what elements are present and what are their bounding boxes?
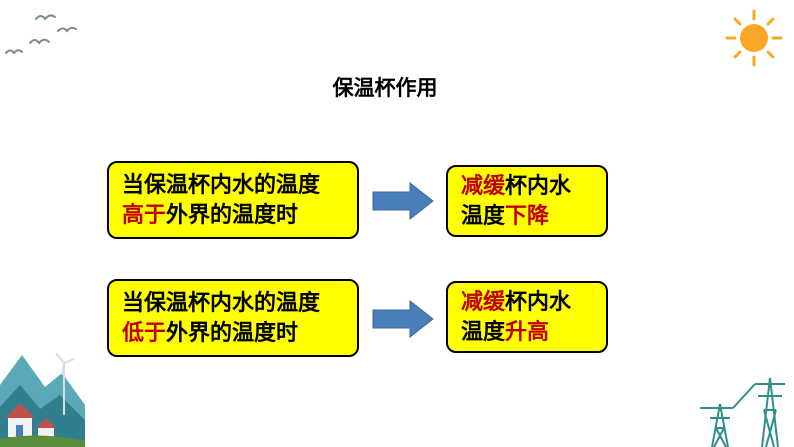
condition-rest: 外界的温度时 — [166, 203, 299, 228]
condition-line-1: 当保温杯内水的温度 — [122, 173, 321, 198]
effect-box-slow-rise: 减缓杯内水 温度升高 — [446, 281, 608, 353]
effect-box-slow-drop: 减缓杯内水 温度下降 — [446, 165, 608, 237]
effect-line-2: 温度下降 — [461, 202, 606, 232]
effect-plain: 温度 — [461, 320, 506, 345]
sun-icon — [725, 9, 783, 67]
page-title: 保温杯作用 — [332, 76, 438, 100]
effect-highlight: 减缓 — [461, 174, 506, 199]
effect-line-1: 减缓杯内水 — [461, 172, 606, 202]
arrow-right-icon — [372, 182, 434, 220]
effect-highlight: 减缓 — [461, 290, 506, 315]
condition-box-higher: 当保温杯内水的温度 高于外界的温度时 — [107, 161, 359, 239]
arrow-right-icon — [372, 300, 434, 338]
effect-rest: 杯内水 — [505, 290, 572, 315]
condition-line-2: 高于外界的温度时 — [122, 201, 357, 231]
effect-highlight: 升高 — [505, 320, 550, 345]
condition-highlight: 高于 — [122, 203, 167, 228]
condition-line-2: 低于外界的温度时 — [122, 319, 357, 349]
condition-highlight: 低于 — [122, 321, 167, 346]
effect-plain: 温度 — [461, 204, 506, 229]
birds-icon — [5, 14, 77, 55]
power-tower-icon — [700, 377, 785, 447]
effect-line-2: 温度升高 — [461, 318, 606, 348]
condition-box-lower: 当保温杯内水的温度 低于外界的温度时 — [107, 279, 359, 357]
house-landscape-icon — [0, 352, 85, 447]
effect-highlight: 下降 — [505, 204, 550, 229]
condition-rest: 外界的温度时 — [166, 321, 299, 346]
effect-line-1: 减缓杯内水 — [461, 288, 606, 318]
effect-rest: 杯内水 — [505, 174, 572, 199]
condition-line-1: 当保温杯内水的温度 — [122, 291, 321, 316]
